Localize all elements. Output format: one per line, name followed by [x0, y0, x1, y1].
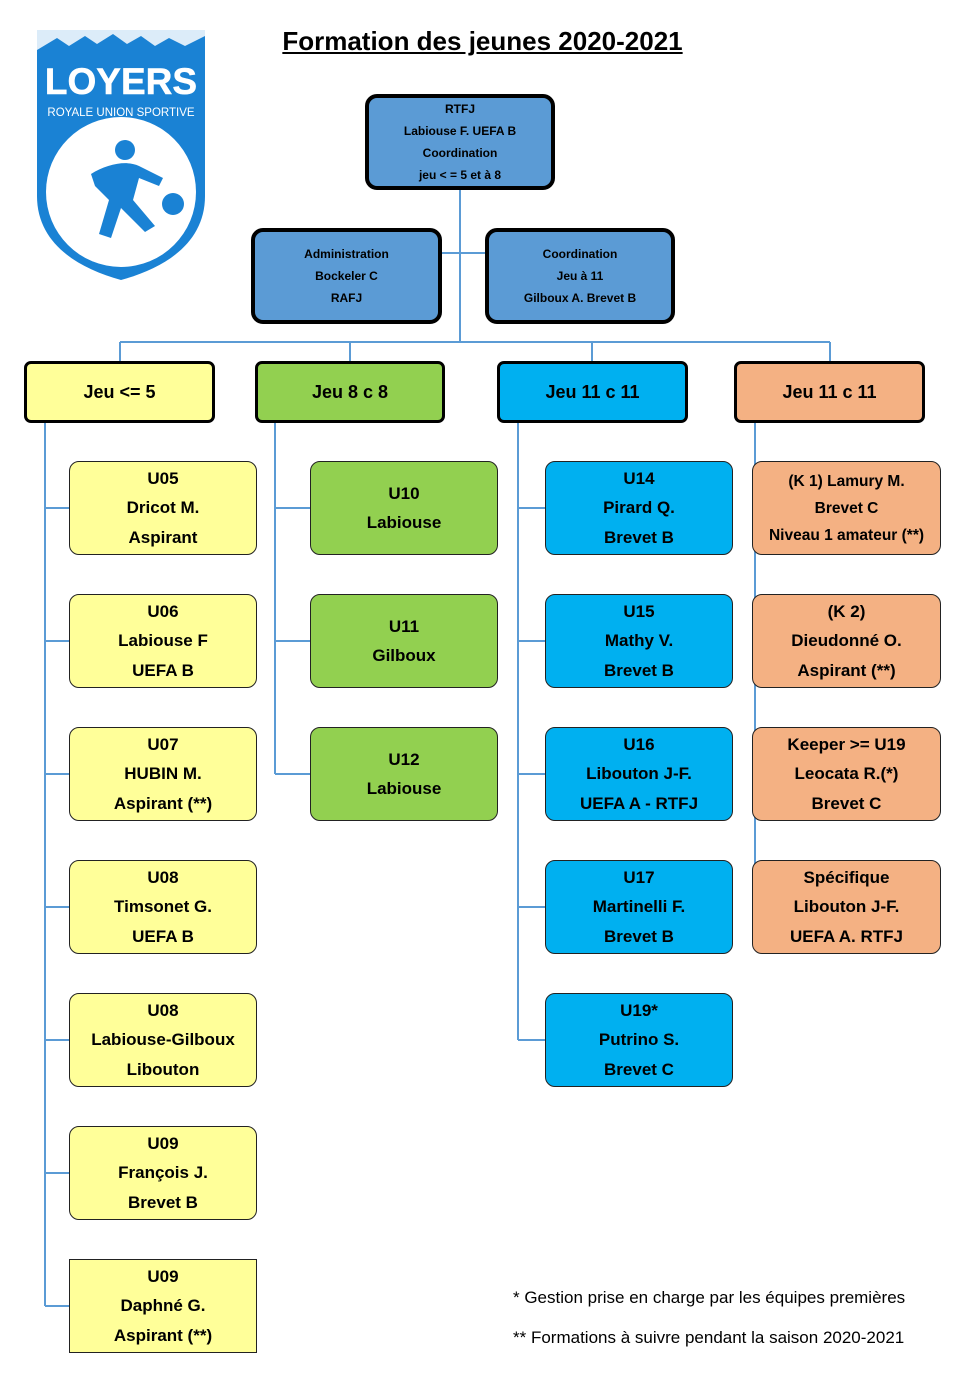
page-title: Formation des jeunes 2020-2021: [282, 26, 683, 56]
administration-line: Administration: [304, 247, 389, 261]
footnote-double-star: ** Formations à suivre pendant la saison…: [513, 1328, 905, 1347]
rtfj-line: Labiouse F. UEFA B: [403, 124, 517, 138]
column-heading-jeu-11-a: Jeu 11 c 11: [497, 361, 688, 423]
logo-subtitle: ROYALE UNION SPORTIVE: [47, 107, 195, 119]
column-heading-jeu-5: Jeu <= 5: [24, 361, 215, 423]
rtfj-line: Coordination: [422, 146, 498, 160]
administration-line: Bockeler C: [315, 269, 378, 283]
coordination-line: Coordination: [542, 247, 618, 261]
column-heading-jeu-8: Jeu 8 c 8: [255, 361, 445, 423]
coordination-line: Gilboux A. Brevet B: [523, 291, 637, 305]
administration-line: RAFJ: [330, 291, 363, 305]
team-box-u19: U19*Putrino S.Brevet C: [545, 993, 733, 1087]
keeper-box-k2: (K 2)Dieudonné O.Aspirant (**): [752, 594, 941, 688]
rtfj-box: RTFJ Labiouse F. UEFA B Coordination jeu…: [365, 94, 555, 190]
logo-year: 1949: [111, 258, 131, 268]
rtfj-line: jeu < = 5 et à 8: [418, 168, 502, 182]
administration-box: Administration Bockeler C RAFJ: [251, 228, 442, 324]
footnote-single-star: * Gestion prise en charge par les équipe…: [513, 1288, 906, 1307]
coordination-line: Jeu à 11: [556, 269, 604, 283]
column-heading-jeu-11-b: Jeu 11 c 11: [734, 361, 925, 423]
logo-mountains: [37, 30, 205, 50]
club-logo: LOYERS ROYALE UNION SPORTIVE 1949: [37, 30, 205, 280]
rtfj-line: RTFJ: [445, 102, 475, 116]
footballer-icon: [91, 140, 184, 238]
coordination-box: Coordination Jeu à 11 Gilboux A. Brevet …: [485, 228, 675, 324]
logo-name: LOYERS: [45, 61, 197, 102]
